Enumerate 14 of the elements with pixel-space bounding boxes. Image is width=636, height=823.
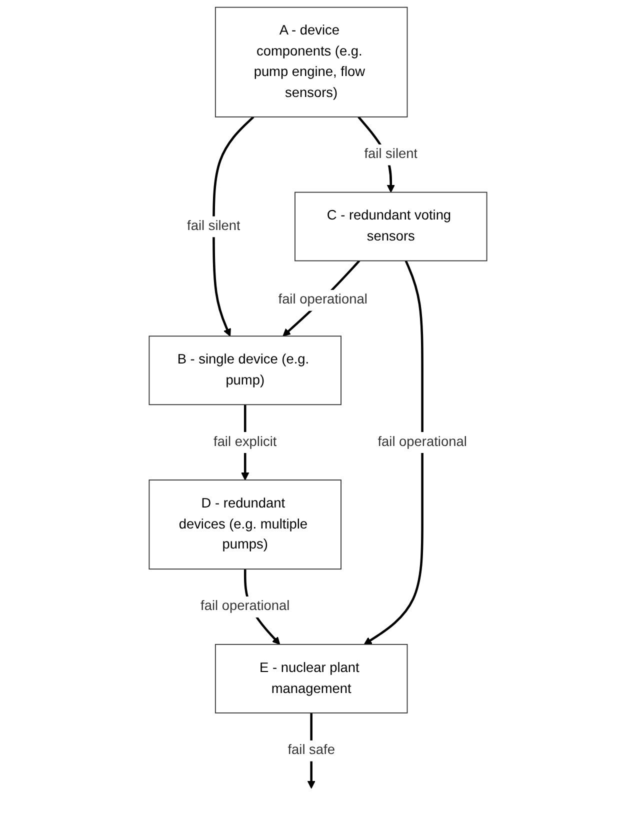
node-box: A - device components (e.g. pump engine, flow sensors) xyxy=(214,6,408,118)
arrow xyxy=(212,116,254,336)
node-box: D - redundant devices (e.g. multiple pumps) xyxy=(148,480,342,570)
node-box: E - nuclear plant management xyxy=(214,644,408,714)
edge-label: fail safe xyxy=(288,742,335,758)
edge-label: fail operational xyxy=(200,598,290,614)
edge-label: fail operational xyxy=(378,434,467,450)
edge-label: fail explicit xyxy=(214,434,277,450)
node-box: B - single device (e.g. pump) xyxy=(148,336,342,406)
edge-label: fail silent xyxy=(364,146,418,162)
arrow xyxy=(364,260,424,645)
node-box: C - redundant voting sensors xyxy=(294,192,488,262)
edge-label: fail operational xyxy=(278,292,368,308)
edge-label: fail silent xyxy=(187,218,240,234)
